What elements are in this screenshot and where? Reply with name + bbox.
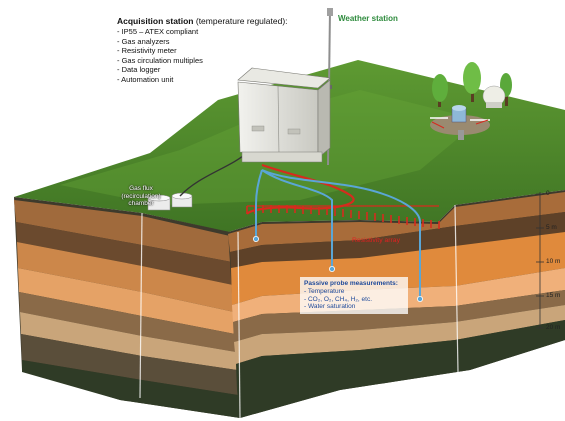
depth-label: 5 m (546, 224, 557, 231)
feature-item: - IP55 – ATEX compliant (117, 27, 199, 36)
passive-probe-item: - CO₂, O₂, CH₄, H₂, etc. (304, 295, 373, 303)
depth-label: 10 m (546, 258, 561, 265)
passive-probe-list: - Temperature - CO₂, O₂, CH₄, H₂, etc. -… (304, 288, 404, 311)
soil-edge-line (237, 231, 241, 419)
resistivity-array-label: Resistivity array (352, 237, 400, 244)
gas-flux-chamber (147, 192, 193, 211)
gas-flux-chamber-label: Gas flux (recirculation) chamber (111, 185, 171, 208)
soil-edge-line (454, 204, 459, 373)
passive-probe-item: - Water saturation (304, 303, 356, 311)
gas-flux-label-line: chamber (128, 200, 154, 207)
depth-scale (536, 192, 544, 329)
probe-tip (252, 235, 259, 242)
depth-label: 20 m (546, 324, 561, 331)
feature-item: - Resistivity meter (117, 46, 177, 56)
depth-label: 15 m (546, 292, 561, 299)
gas-flux-label-line: (recirculation) (121, 192, 161, 200)
passive-probe-heading: Passive probe measurements: (304, 280, 398, 287)
depth-label: 0 (546, 190, 550, 197)
acquisition-station-title: Acquisition station (temperature regulat… (117, 16, 288, 26)
feature-item: - Data logger (117, 65, 161, 75)
tree (463, 62, 481, 102)
resistivity-cable (246, 163, 355, 215)
passive-probe-lines (255, 169, 421, 298)
tree (432, 74, 448, 107)
passive-probe-item: - Temperature (304, 287, 345, 295)
probe-tip (328, 265, 335, 272)
acquisition-station-title-bold: Acquisition station (117, 16, 194, 26)
gas-flux-label-line: Gas flux (129, 185, 153, 192)
passive-probe-box: Passive probe measurements: - Temperatur… (300, 277, 408, 315)
feature-item: - Gas analyzers (117, 36, 170, 46)
feature-item: - Gas circulation multiples (117, 55, 203, 65)
tank (482, 85, 506, 108)
wellhead-installation (430, 105, 490, 140)
soil-edge-line (139, 212, 143, 399)
acquisition-station-cabinet (237, 67, 331, 163)
weather-station-label: Weather station (338, 14, 398, 23)
acquisition-station-features: - IP55 – ATEX compliant - Gas analyzers … (117, 27, 203, 85)
probe-tip (416, 295, 423, 302)
soil-block-left-face (14, 197, 240, 418)
weather-sensor (327, 8, 333, 16)
feature-item: - Automation unit (117, 74, 174, 84)
acquisition-station-title-rest: (temperature regulated): (193, 16, 288, 26)
